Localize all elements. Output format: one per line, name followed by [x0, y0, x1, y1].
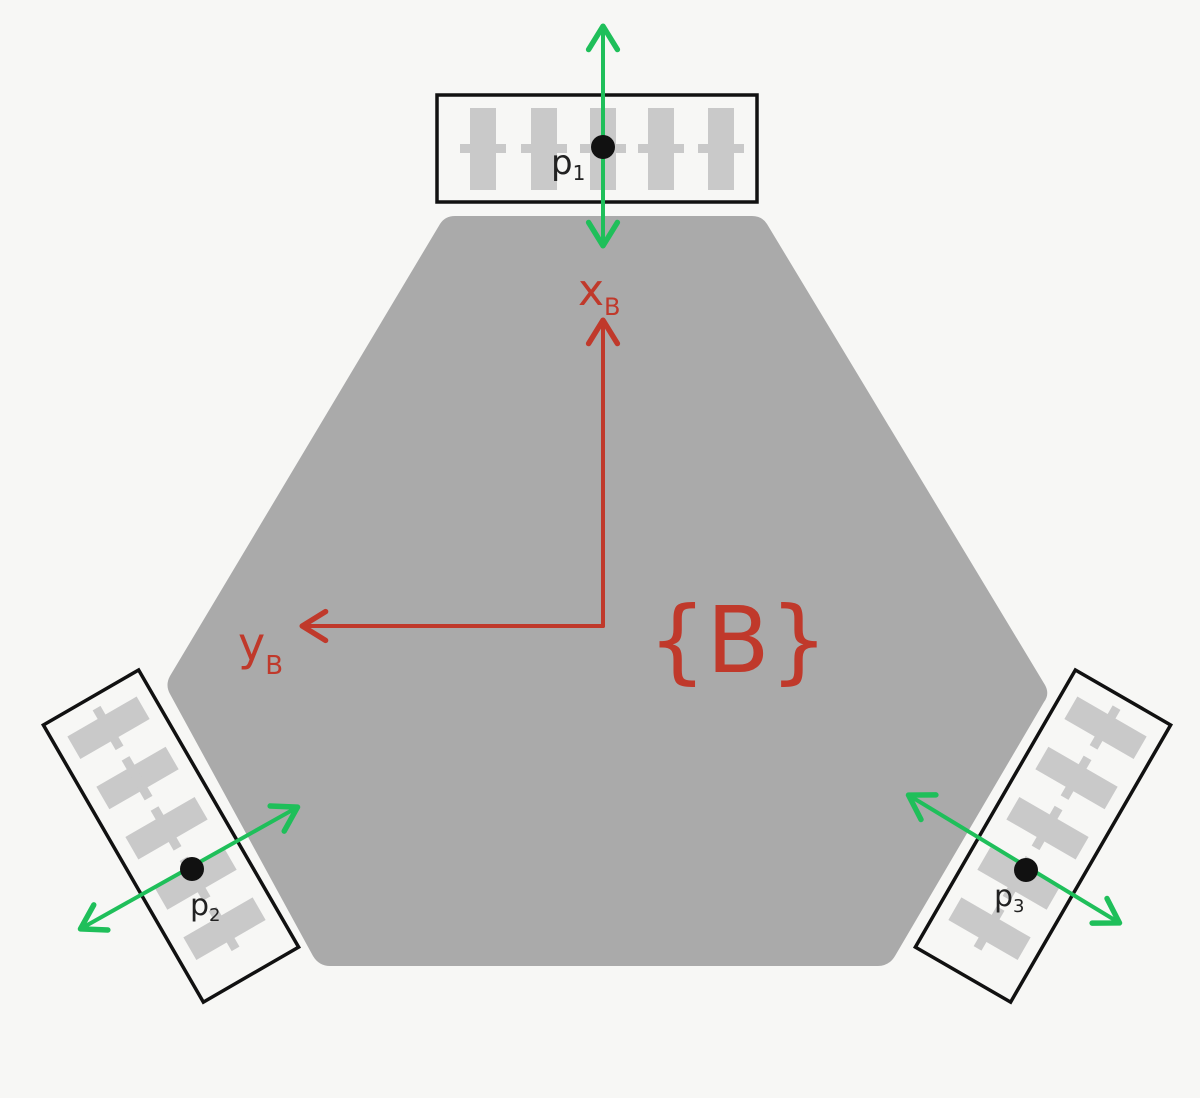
body-frame-axes: xB yB {B}: [238, 265, 828, 694]
wheel-p2: p2: [40, 667, 302, 1005]
y-axis-label: yB: [238, 617, 283, 681]
wheel-p3-contact-point: [1014, 858, 1038, 882]
wheel-p1: p1: [435, 23, 759, 249]
wheel-p1-label: p1: [551, 143, 585, 185]
frame-label: {B}: [648, 587, 828, 694]
wheel-p2-contact-point: [180, 857, 204, 881]
wheel-p2-label: p2: [190, 888, 221, 926]
wheel-p1-contact-point: [591, 135, 615, 159]
x-axis-label: xB: [578, 265, 621, 321]
wheel-p3-label: p3: [994, 879, 1025, 917]
robot-chassis: [167, 216, 1048, 966]
wheel-p3-drive-arrow: [905, 792, 1123, 926]
wheel-p3: p3: [905, 667, 1174, 1005]
